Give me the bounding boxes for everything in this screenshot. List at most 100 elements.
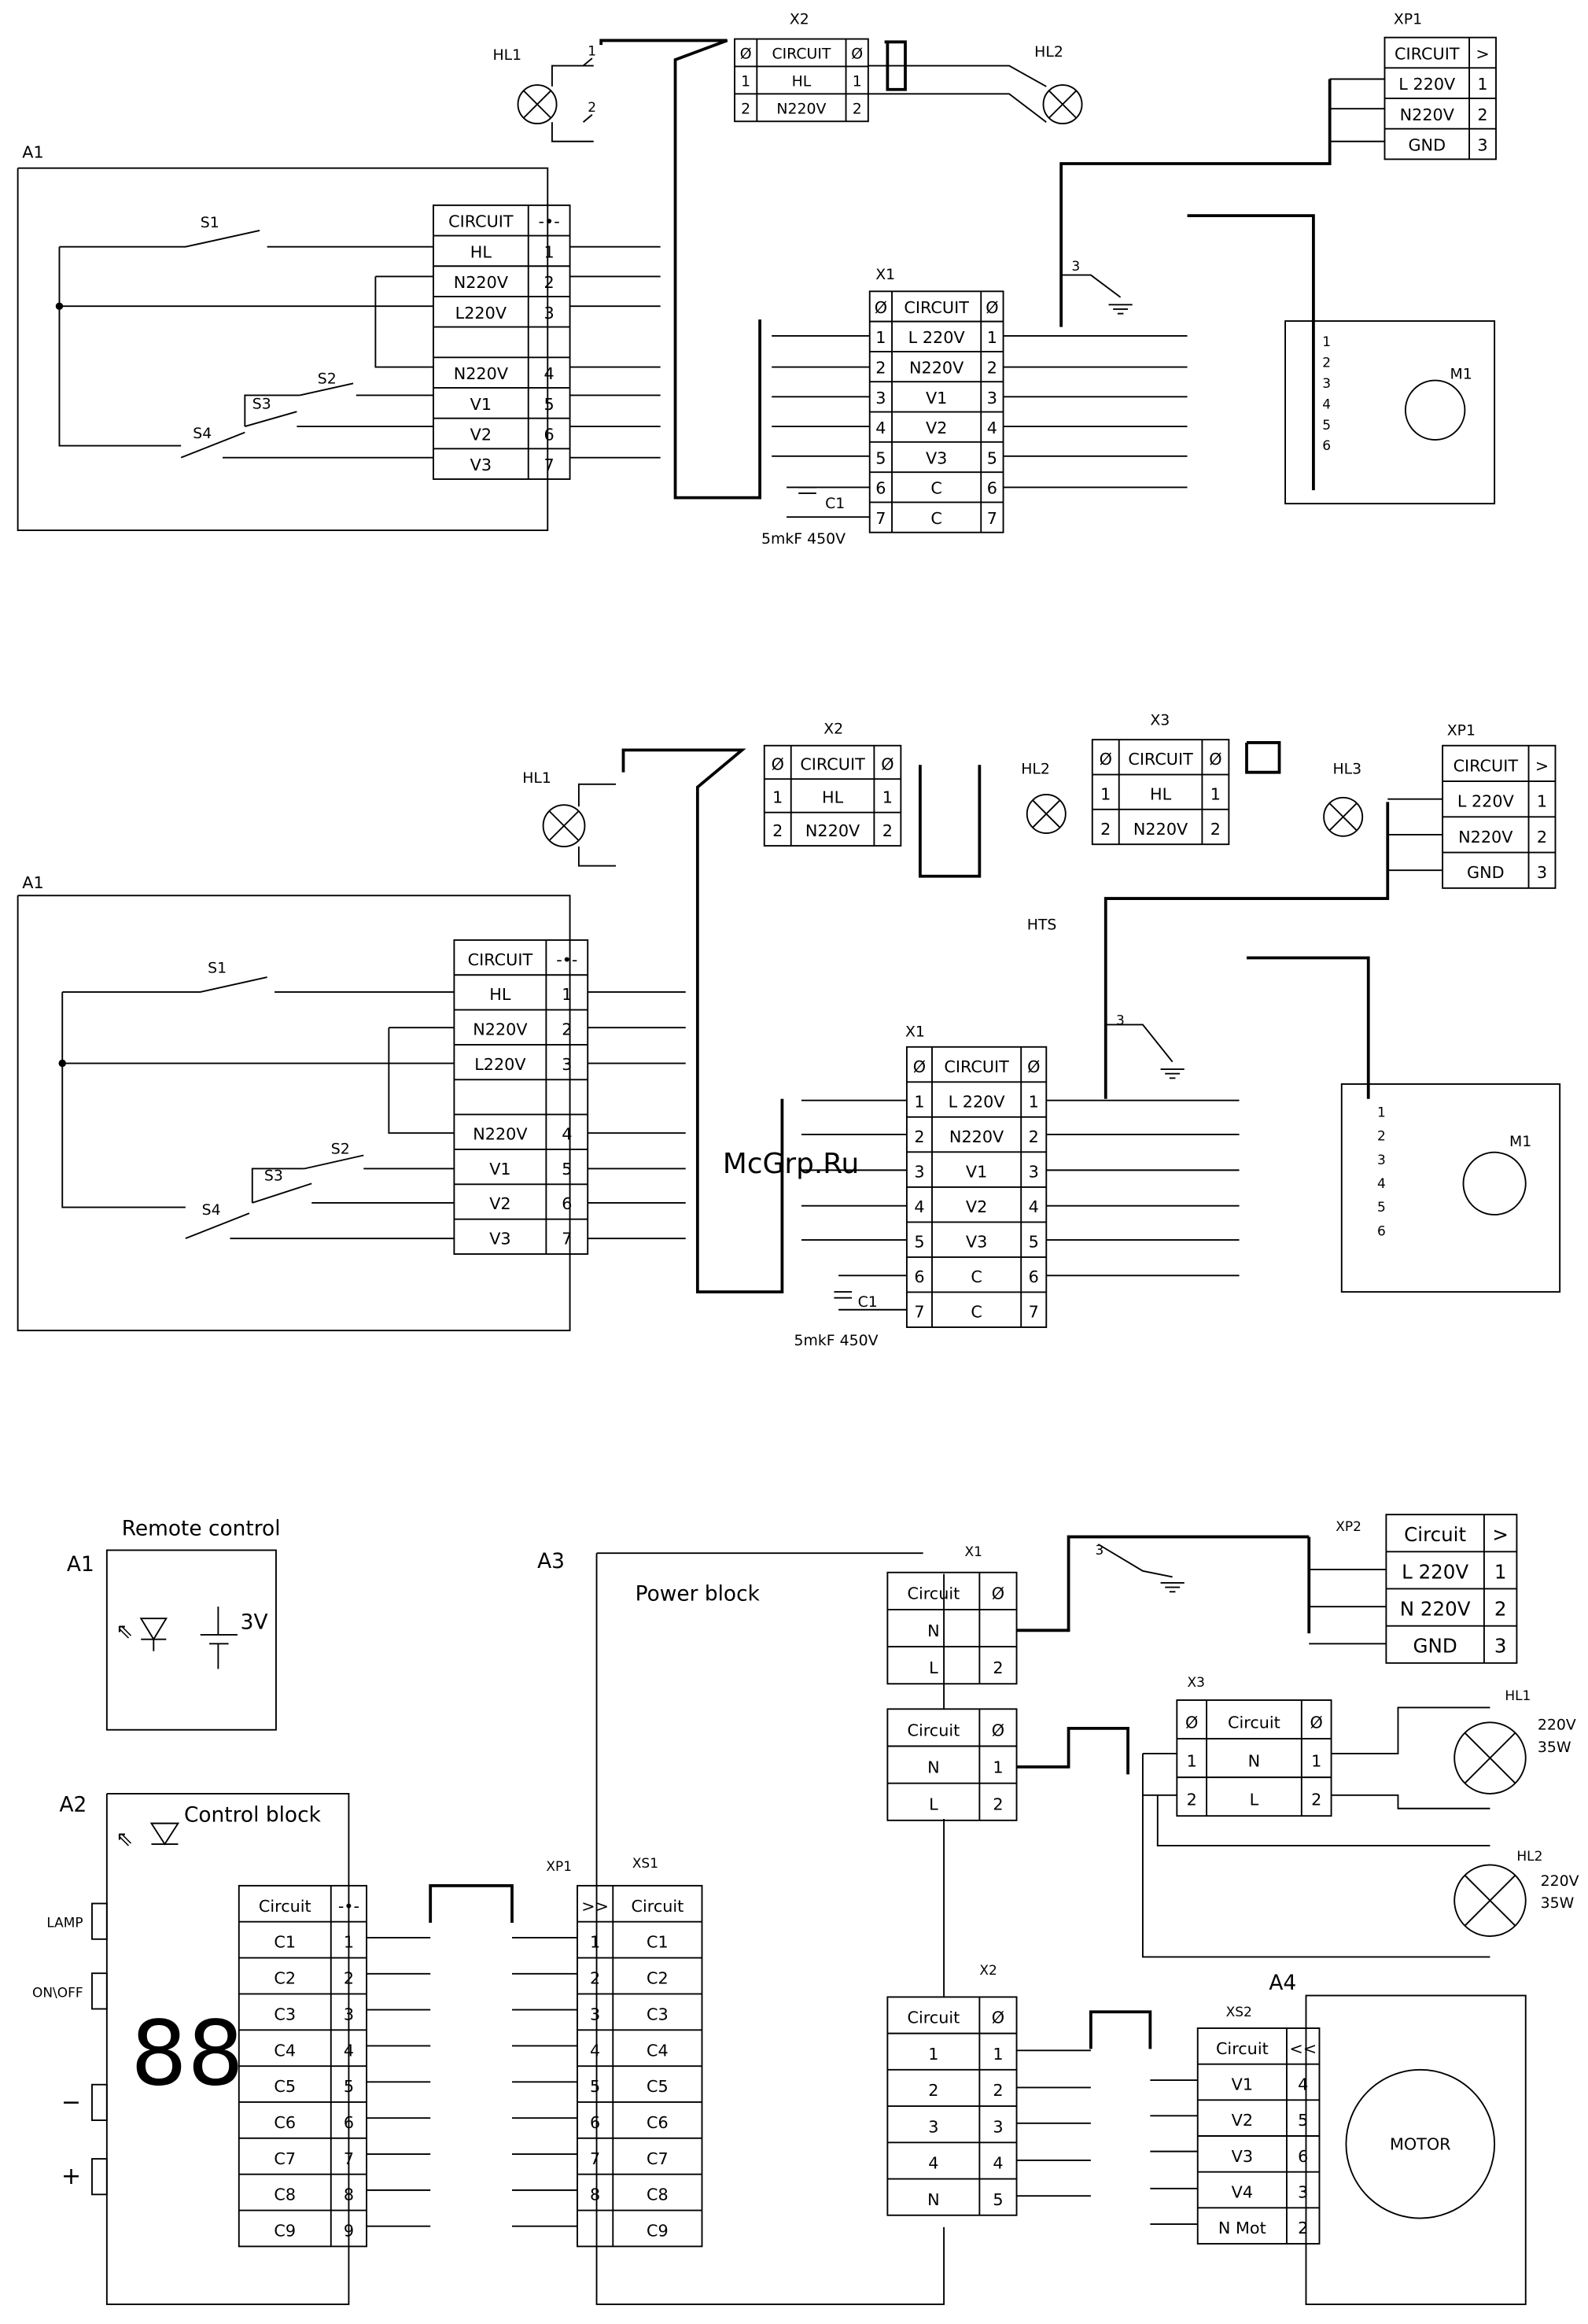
x3-table (1176, 1699, 1332, 1817)
table-cell: 1 (1210, 784, 1221, 803)
table-cell: L (929, 1795, 938, 1814)
table-cell: 4 (914, 1197, 924, 1216)
s2-switch (299, 382, 354, 397)
button-2 (91, 2083, 108, 2121)
capacitor-value: 5mkF 450V (794, 1332, 879, 1349)
table-cell: 1 (1477, 75, 1487, 94)
table-cell: L 220V (1457, 792, 1515, 811)
table-cell: GND (1408, 136, 1446, 155)
table-cell: 1 (882, 788, 893, 807)
wire (244, 394, 300, 427)
a1-title: A1 (67, 1552, 94, 1577)
table-cell: 2 (1100, 820, 1111, 839)
lamp-cross (1328, 802, 1358, 832)
x2-table (734, 38, 869, 123)
table-cell: C3 (647, 2005, 669, 2023)
terminal-number: 2 (1377, 1129, 1386, 1145)
s4-label: S4 (202, 1201, 221, 1219)
xs2-table (1196, 2027, 1321, 2245)
table-cell: 2 (1537, 828, 1547, 847)
table-cell: C (930, 479, 942, 498)
table-header-cell: Ø (881, 754, 893, 773)
table-cell: 9 (344, 2222, 354, 2241)
wire-bus (1089, 2010, 1152, 2049)
table-cell: 2 (1477, 105, 1487, 124)
wire (1097, 1544, 1173, 1578)
table-cell: V1 (926, 389, 947, 408)
s2-switch (304, 1154, 364, 1170)
seven-segment-display: 88 (131, 2002, 244, 2106)
terminal-number: 2 (588, 100, 596, 116)
hl2-voltage: 220V (1541, 1872, 1579, 1890)
table-cell: 2 (741, 100, 750, 117)
table-cell: 5 (590, 2077, 600, 2096)
table-cell: 3 (544, 304, 555, 323)
table-header-cell: Circuit (907, 1584, 960, 1603)
table-cell: 5 (562, 1160, 572, 1179)
terminal-number: 1 (1377, 1105, 1386, 1120)
table-cell: 3 (928, 2117, 938, 2136)
x2-table (886, 1996, 1018, 2216)
table-cell: 1 (853, 73, 862, 90)
table-header-cell: Ø (1185, 1713, 1198, 1732)
table-header-cell: Ø (1209, 750, 1221, 769)
s1-label: S1 (208, 959, 227, 976)
motor-m1-icon (1404, 379, 1466, 441)
table-cell: V1 (1232, 2075, 1253, 2094)
table-cell: L 220V (908, 328, 966, 347)
table-cell: V1 (966, 1162, 987, 1181)
lamp-cross (1048, 90, 1077, 119)
table-cell: 3 (1494, 1635, 1507, 1658)
table-header-cell: Ø (875, 298, 887, 317)
terminal-number: 5 (1377, 1200, 1386, 1215)
a1-frame (17, 167, 549, 532)
wire (61, 991, 186, 1208)
table-cell: 6 (914, 1267, 924, 1286)
table-cell: 2 (1494, 1597, 1507, 1620)
table-header-cell: Ø (913, 1057, 926, 1076)
table-header-cell: CIRCUIT (904, 298, 969, 317)
hts-label: HTS (1027, 917, 1057, 934)
table-cell: HL (1150, 784, 1172, 803)
a1-caption: Remote control (122, 1517, 281, 1541)
table-cell: N220V (473, 1020, 528, 1039)
table-cell: V3 (926, 448, 947, 467)
table-header-cell: CIRCUIT (772, 46, 831, 63)
table-cell: V3 (1232, 2147, 1253, 2166)
table-cell: N220V (776, 100, 826, 117)
motor-m1-icon (1462, 1151, 1527, 1215)
table-cell: 6 (1029, 1267, 1039, 1286)
hl2-label: HL2 (1034, 43, 1063, 61)
a2-caption: Control block (184, 1803, 322, 1828)
table-cell: 5 (987, 448, 997, 467)
table-cell: 2 (544, 273, 555, 292)
table-cell: C3 (274, 2005, 296, 2023)
terminal-number: 2 (1322, 356, 1331, 371)
table-cell: 4 (1029, 1197, 1039, 1216)
table-cell: 2 (344, 1969, 354, 1988)
table-cell: 3 (993, 2117, 1003, 2136)
lamp-cross (1465, 1875, 1516, 1927)
table-cell: 5 (993, 2190, 1003, 2209)
table-cell: 1 (1494, 1560, 1507, 1583)
table-cell: 2 (562, 1020, 572, 1039)
table-cell: 3 (987, 389, 997, 408)
table-cell: 4 (1298, 2075, 1308, 2094)
table-cell: 4 (544, 364, 555, 383)
a2-frame (105, 1792, 350, 2305)
hl1-lamp-icon (542, 804, 586, 847)
table-cell: C4 (647, 2041, 669, 2060)
hl1-label: HL1 (522, 769, 551, 787)
table-header-cell: Ø (851, 46, 863, 63)
table-cell: 7 (544, 456, 555, 474)
xp2-title: XP2 (1336, 1519, 1361, 1535)
table-header-cell: Ø (772, 754, 784, 773)
table-header-cell: -•- (556, 950, 577, 969)
table-cell: 3 (562, 1055, 572, 1074)
table-cell: 6 (590, 2113, 600, 2132)
terminal-number: 3 (1116, 1013, 1125, 1028)
table-cell: V2 (489, 1194, 510, 1213)
table-cell: 5 (1029, 1232, 1039, 1251)
table-cell: N220V (1458, 828, 1513, 847)
table-cell: C (971, 1303, 982, 1322)
